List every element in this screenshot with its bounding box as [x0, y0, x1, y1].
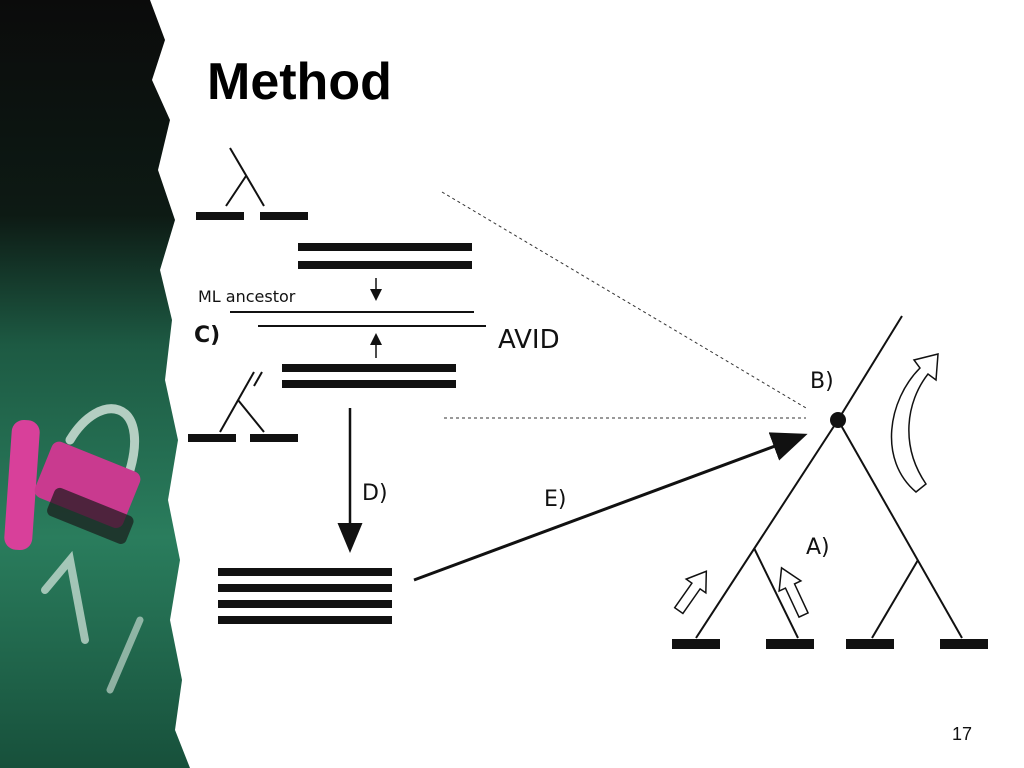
lower-alignment	[282, 364, 456, 388]
pink-chalk-block-shadow	[47, 487, 134, 544]
hollow-arrow-left	[673, 570, 708, 615]
page-number: 17	[951, 724, 972, 744]
chalkboard-decoration	[0, 0, 190, 768]
pink-chalk-stick	[4, 419, 40, 551]
step-c-label: C)	[194, 323, 220, 348]
avid-label: AVID	[498, 325, 560, 355]
final-alignment	[218, 568, 392, 624]
method-diagram: ML ancestor C) AVID D) E)	[188, 147, 988, 649]
step-e-arrow	[413, 432, 808, 582]
step-e-label: E)	[544, 487, 566, 512]
hollow-arrow-right	[778, 566, 810, 619]
upper-small-tree	[196, 147, 308, 220]
species-tree	[672, 315, 988, 649]
chalk-scribble-3	[106, 616, 144, 694]
step-a-label: A)	[806, 535, 830, 560]
lower-small-tree	[188, 371, 298, 442]
chalk-scribble-2	[41, 550, 89, 644]
chalkboard-surface	[0, 0, 190, 768]
ml-ancestor-label: ML ancestor	[198, 287, 296, 306]
rotate-arrow-icon	[890, 353, 939, 493]
step-d-label: D)	[362, 481, 388, 506]
step-b-label: B)	[810, 369, 834, 394]
upper-alignment	[298, 243, 472, 269]
node-b-dot	[830, 412, 846, 428]
chalk-scribble	[65, 404, 140, 475]
dashed-line-upper	[441, 191, 807, 409]
slide-title: Method	[207, 53, 392, 111]
